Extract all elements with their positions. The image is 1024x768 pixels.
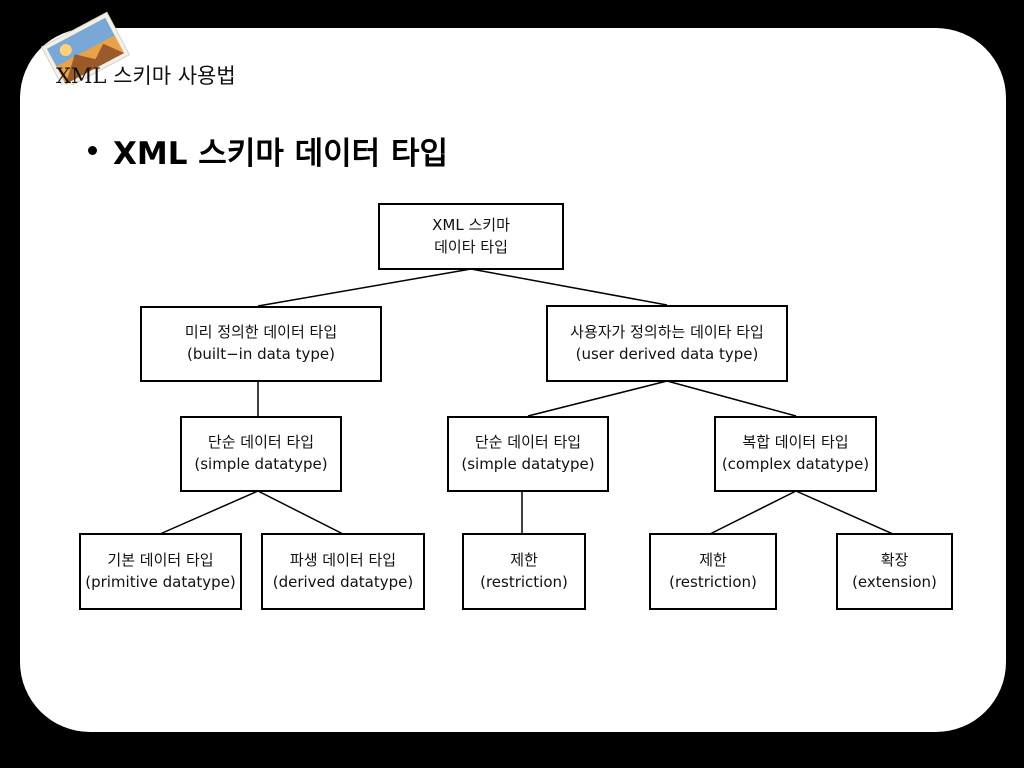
node-user-complex-line2: (complex datatype) bbox=[721, 455, 870, 473]
connector-simple-primitive bbox=[159, 490, 259, 535]
connector-simple-derived bbox=[257, 490, 344, 535]
node-user-derived-line1: 사용자가 정의하는 데이타 타입 bbox=[570, 322, 764, 341]
node-builtin-line1: 미리 정의한 데이터 타입 bbox=[184, 323, 338, 342]
node-root-line1: XML 스키마 bbox=[432, 215, 510, 234]
node-user-complex: 복합 데이터 타입 (complex datatype) bbox=[714, 416, 877, 492]
node-root: XML 스키마 데이타 타입 bbox=[378, 203, 564, 270]
node-complex-extension: 확장 (extension) bbox=[836, 533, 953, 610]
bullet-heading: XML 스키마 데이터 타입 bbox=[113, 136, 449, 172]
connector-root-builtin bbox=[257, 268, 472, 307]
photo-stack-icon bbox=[40, 11, 131, 85]
node-complex-restriction-line1: 제한 bbox=[699, 550, 727, 569]
node-derived-line1: 파생 데이터 타입 bbox=[289, 550, 397, 569]
node-complex-restriction: 제한 (restriction) bbox=[649, 533, 777, 610]
node-complex-extension-line1: 확장 bbox=[880, 550, 909, 569]
node-builtin: 미리 정의한 데이터 타입 (built−in data type) bbox=[140, 306, 382, 382]
node-user-complex-line1: 복합 데이터 타입 bbox=[742, 433, 849, 452]
node-primitive: 기본 데이터 타입 (primitive datatype) bbox=[79, 533, 242, 610]
connector-user-simple bbox=[527, 380, 668, 417]
node-user-simple: 단순 데이터 타입 (simple datatype) bbox=[447, 416, 609, 492]
node-complex-restriction-line2: (restriction) bbox=[669, 572, 757, 591]
page-header-title: XML 스키마 사용법 bbox=[56, 64, 236, 88]
node-root-line2: 데이타 타입 bbox=[434, 237, 508, 256]
node-user-simple-line1: 단순 데이터 타입 bbox=[474, 433, 582, 452]
connector-user-complex bbox=[666, 380, 797, 417]
bullet-marker bbox=[88, 146, 97, 155]
node-simple-restriction-line1: 제한 bbox=[510, 550, 538, 569]
connector-root-user bbox=[470, 268, 668, 306]
node-primitive-line1: 기본 데이터 타입 bbox=[107, 550, 214, 569]
node-builtin-line2: (built−in data type) bbox=[186, 345, 336, 363]
node-builtin-simple-line1: 단순 데이터 타입 bbox=[207, 433, 315, 452]
node-user-derived-line2: (user derived data type) bbox=[575, 344, 759, 363]
node-derived: 파생 데이터 타입 (derived datatype) bbox=[261, 533, 425, 610]
node-simple-restriction-line2: (restriction) bbox=[480, 572, 568, 591]
node-complex-extension-line2: (extension) bbox=[852, 572, 937, 591]
node-simple-restriction: 제한 (restriction) bbox=[462, 533, 586, 610]
node-builtin-simple: 단순 데이터 타입 (simple datatype) bbox=[180, 416, 342, 492]
node-primitive-line2: (primitive datatype) bbox=[85, 572, 236, 591]
node-derived-line2: (derived datatype) bbox=[272, 572, 414, 591]
node-builtin-simple-line2: (simple datatype) bbox=[194, 455, 328, 473]
node-user-derived: 사용자가 정의하는 데이타 타입 (user derived data type… bbox=[546, 305, 788, 382]
node-user-simple-line2: (simple datatype) bbox=[461, 455, 595, 473]
connector-complex-restriction bbox=[709, 490, 797, 535]
connector-complex-extension bbox=[795, 490, 894, 535]
bullet-item: XML 스키마 데이터 타입 bbox=[88, 128, 448, 173]
